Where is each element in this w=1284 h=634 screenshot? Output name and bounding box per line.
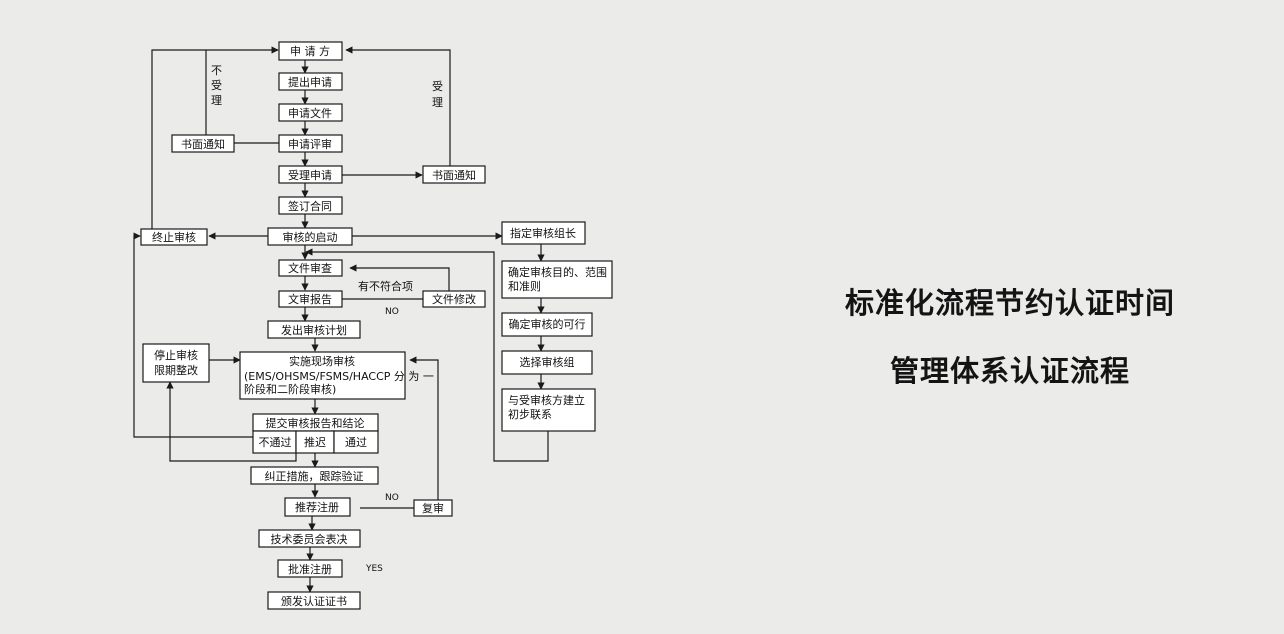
node-approve: 批准注册	[277, 559, 343, 578]
edge-labels: 不 受 理 受 理 有不符合项 NO NO YES	[211, 64, 443, 574]
node-review-label: 申请评审	[288, 137, 332, 151]
node-terminate-label: 终止审核	[152, 230, 196, 244]
node-doc-report: 文审报告	[278, 290, 343, 308]
node-plan-label: 发出审核计划	[281, 323, 347, 337]
node-notice-left-label: 书面通知	[181, 137, 225, 151]
node-docs-label: 申请文件	[288, 106, 332, 120]
node-determine-label: 确定审核目的、范围	[508, 265, 607, 279]
node-submit-report: 提交审核报告和结论 不通过 推迟 通过	[252, 413, 379, 454]
node-select-team-label: 选择审核组	[520, 355, 575, 369]
node-assign-leader: 指定审核组长	[501, 221, 586, 245]
node-terminate: 终止审核	[140, 228, 208, 246]
node-plan: 发出审核计划	[267, 320, 361, 339]
node-accept-label: 受理申请	[288, 169, 332, 182]
node-submit-label: 提出申请	[288, 75, 332, 89]
node-corrective: 纠正措施，跟踪验证	[250, 466, 379, 485]
node-select-team: 选择审核组	[501, 350, 593, 375]
node-contact-label-2: 初步联系	[508, 407, 552, 421]
node-start-label: 审核的启动	[283, 230, 338, 244]
node-suspend-label-2: 限期整改	[154, 363, 198, 377]
node-issue-label: 颁发认证证书	[281, 594, 347, 608]
label-nonconforming: 有不符合项	[358, 279, 413, 293]
node-issue: 颁发认证证书	[267, 591, 361, 610]
node-applicant-label: 申 请 方	[290, 44, 330, 58]
node-docs: 申请文件	[278, 103, 343, 122]
outcome-fail: 不通过	[259, 436, 292, 449]
node-start: 审核的启动	[267, 227, 353, 246]
node-doc-review-label: 文件审查	[288, 261, 332, 275]
label-accepted-1: 受	[432, 80, 443, 93]
headline-title: 标准化流程节约认证时间	[844, 286, 1175, 320]
label-not-accepted-2: 受	[211, 79, 222, 92]
label-no-1: NO	[385, 307, 399, 317]
label-no-2: NO	[385, 493, 399, 503]
headline-subtitle: 管理体系认证流程	[889, 354, 1130, 388]
node-notice-right: 书面通知	[422, 165, 486, 184]
node-onsite-detail-2: 阶段和二阶段审核)	[244, 382, 336, 396]
node-suspend: 停止审核 限期整改	[142, 343, 210, 383]
label-not-accepted-1: 不	[211, 64, 222, 77]
label-yes: YES	[365, 564, 383, 574]
node-contract: 签订合同	[278, 196, 343, 215]
node-determine: 确定审核目的、范围 和准则	[501, 260, 613, 299]
node-onsite-detail: (EMS/OHSMS/FSMS/HACCP 分 为 一	[244, 370, 434, 383]
node-doc-revise-label: 文件修改	[432, 292, 476, 306]
node-contact: 与受审核方建立 初步联系	[501, 388, 596, 432]
node-submit-report-label: 提交审核报告和结论	[266, 416, 365, 430]
node-recommend-label: 推荐注册	[295, 500, 339, 514]
node-committee: 技术委员会表决	[258, 529, 361, 548]
node-feasibility: 确定审核的可行	[501, 312, 593, 337]
node-approve-label: 批准注册	[288, 562, 332, 576]
label-not-accepted-3: 理	[211, 94, 222, 107]
node-recommend: 推荐注册	[284, 497, 351, 517]
node-notice-right-label: 书面通知	[432, 168, 476, 182]
node-assign-leader-label: 指定审核组长	[510, 226, 576, 240]
node-committee-label: 技术委员会表决	[271, 532, 348, 546]
node-submit: 提出申请	[278, 72, 343, 91]
node-contract-label: 签订合同	[288, 199, 332, 213]
node-doc-report-label: 文审报告	[288, 292, 332, 306]
node-contact-label: 与受审核方建立	[508, 393, 585, 407]
node-review: 申请评审	[278, 134, 343, 153]
node-determine-label-2: 和准则	[508, 280, 541, 293]
node-doc-review: 文件审查	[278, 259, 343, 277]
node-applicant: 申 请 方	[278, 41, 343, 61]
node-re-review-label: 复审	[422, 501, 444, 515]
node-re-review: 复审	[413, 499, 453, 517]
node-onsite: 实施现场审核 (EMS/OHSMS/FSMS/HACCP 分 为 一 阶段和二阶…	[239, 351, 434, 400]
node-feasibility-label: 确定审核的可行	[509, 317, 586, 331]
node-accept: 受理申请	[278, 165, 343, 184]
node-corrective-label: 纠正措施，跟踪验证	[265, 469, 364, 483]
connectors	[133, 46, 549, 593]
node-doc-revise: 文件修改	[422, 290, 486, 308]
node-onsite-label: 实施现场审核	[289, 354, 355, 368]
outcome-postpone: 推迟	[304, 435, 326, 449]
node-notice-left: 书面通知	[171, 134, 235, 153]
outcome-pass: 通过	[345, 436, 367, 449]
node-suspend-label: 停止审核	[154, 348, 198, 362]
label-accepted-2: 理	[432, 96, 443, 109]
